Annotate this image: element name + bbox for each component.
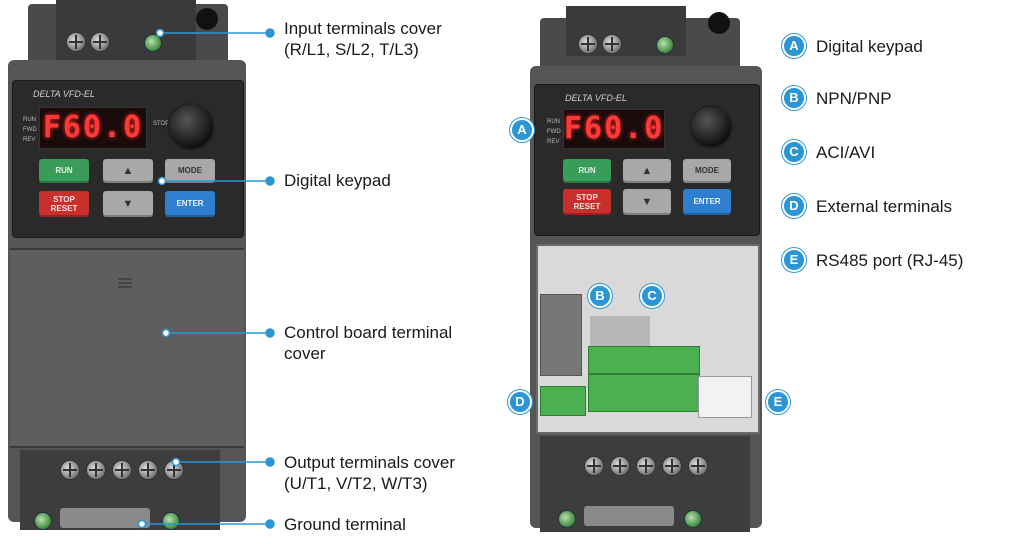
legend-badge-c: C [782, 140, 806, 164]
callout-output-terminals: Output terminals cover(U/T1, V/T2, W/T3) [284, 453, 456, 493]
brand-logo: DELTA VFD-EL [33, 89, 95, 99]
down-arrow-icon: ▼ [641, 196, 653, 208]
output-terminal-screw-icon [138, 460, 158, 480]
callout-digital-keypad: Digital keypad [284, 171, 391, 190]
output-terminal-screw-icon [86, 460, 106, 480]
input-terminal-screw-icon [578, 34, 598, 54]
enter-button[interactable]: ENTER [165, 191, 215, 217]
rj45-port[interactable] [698, 376, 752, 418]
enter-button[interactable]: ENTER [683, 189, 731, 215]
output-terminal-screw-icon [584, 456, 604, 476]
ground-screw-icon [34, 512, 52, 530]
legend-badge-a: A [782, 34, 806, 58]
callout-ground-terminal: Ground terminal [284, 515, 406, 534]
frequency-knob[interactable] [689, 105, 733, 149]
legend-label-a: Digital keypad [816, 37, 923, 56]
control-terminal-block [588, 346, 700, 412]
ground-screw-icon [144, 34, 162, 52]
legend-label-c: ACI/AVI [816, 143, 876, 162]
legend-label-d: External terminals [816, 197, 953, 216]
input-terminal-screw-icon [602, 34, 622, 54]
ground-screw-icon [684, 510, 702, 528]
output-terminal-screw-icon [112, 460, 132, 480]
led-display: F60.0 [563, 109, 665, 149]
input-terminal-screw-icon [90, 32, 110, 52]
badge-c: C [640, 284, 664, 308]
mode-button[interactable]: MODE [683, 159, 731, 183]
legend-label-e: RS485 port (RJ-45) [816, 251, 964, 270]
external-terminal-block [540, 386, 586, 416]
frequency-knob[interactable] [167, 103, 215, 151]
mode-button[interactable]: MODE [165, 159, 215, 183]
badge-a: A [510, 118, 534, 142]
down-button[interactable]: ▼ [103, 191, 153, 217]
led-display: F60.0 [39, 107, 147, 149]
input-terminal-screw-icon [66, 32, 86, 52]
right-keypad-panel: DELTA VFD-EL RUN FWD REV F60.0 RUN ▲ MOD… [534, 84, 760, 236]
legend-badge-e: E [782, 248, 806, 272]
badge-d: D [508, 390, 532, 414]
output-terminal-screw-icon [662, 456, 682, 476]
output-terminal-screw-icon [610, 456, 630, 476]
legend-label-b: NPN/PNP [816, 89, 892, 108]
output-terminal-screw-icon [688, 456, 708, 476]
run-button[interactable]: RUN [39, 159, 89, 183]
legend-badge-d: D [782, 194, 806, 218]
up-arrow-icon: ▲ [122, 165, 134, 177]
run-button[interactable]: RUN [563, 159, 611, 183]
legend-badge-b: B [782, 86, 806, 110]
ground-screw-icon [558, 510, 576, 528]
up-button[interactable]: ▲ [103, 159, 153, 183]
callout-input-terminals: Input terminals cover(R/L1, S/L2, T/L3) [284, 19, 442, 59]
control-board-cover [10, 248, 244, 448]
ground-screw-icon [656, 36, 674, 54]
ground-screw-icon [162, 512, 180, 530]
down-button[interactable]: ▼ [623, 189, 671, 215]
badge-e: E [766, 390, 790, 414]
badge-b: B [588, 284, 612, 308]
up-arrow-icon: ▲ [641, 165, 653, 177]
down-arrow-icon: ▼ [122, 198, 134, 210]
keypad-panel: DELTA VFD-EL RUN FWD REV F60.0 STOP RUN … [12, 80, 244, 238]
output-terminal-screw-icon [60, 460, 80, 480]
output-terminal-screw-icon [636, 456, 656, 476]
up-button[interactable]: ▲ [623, 159, 671, 183]
